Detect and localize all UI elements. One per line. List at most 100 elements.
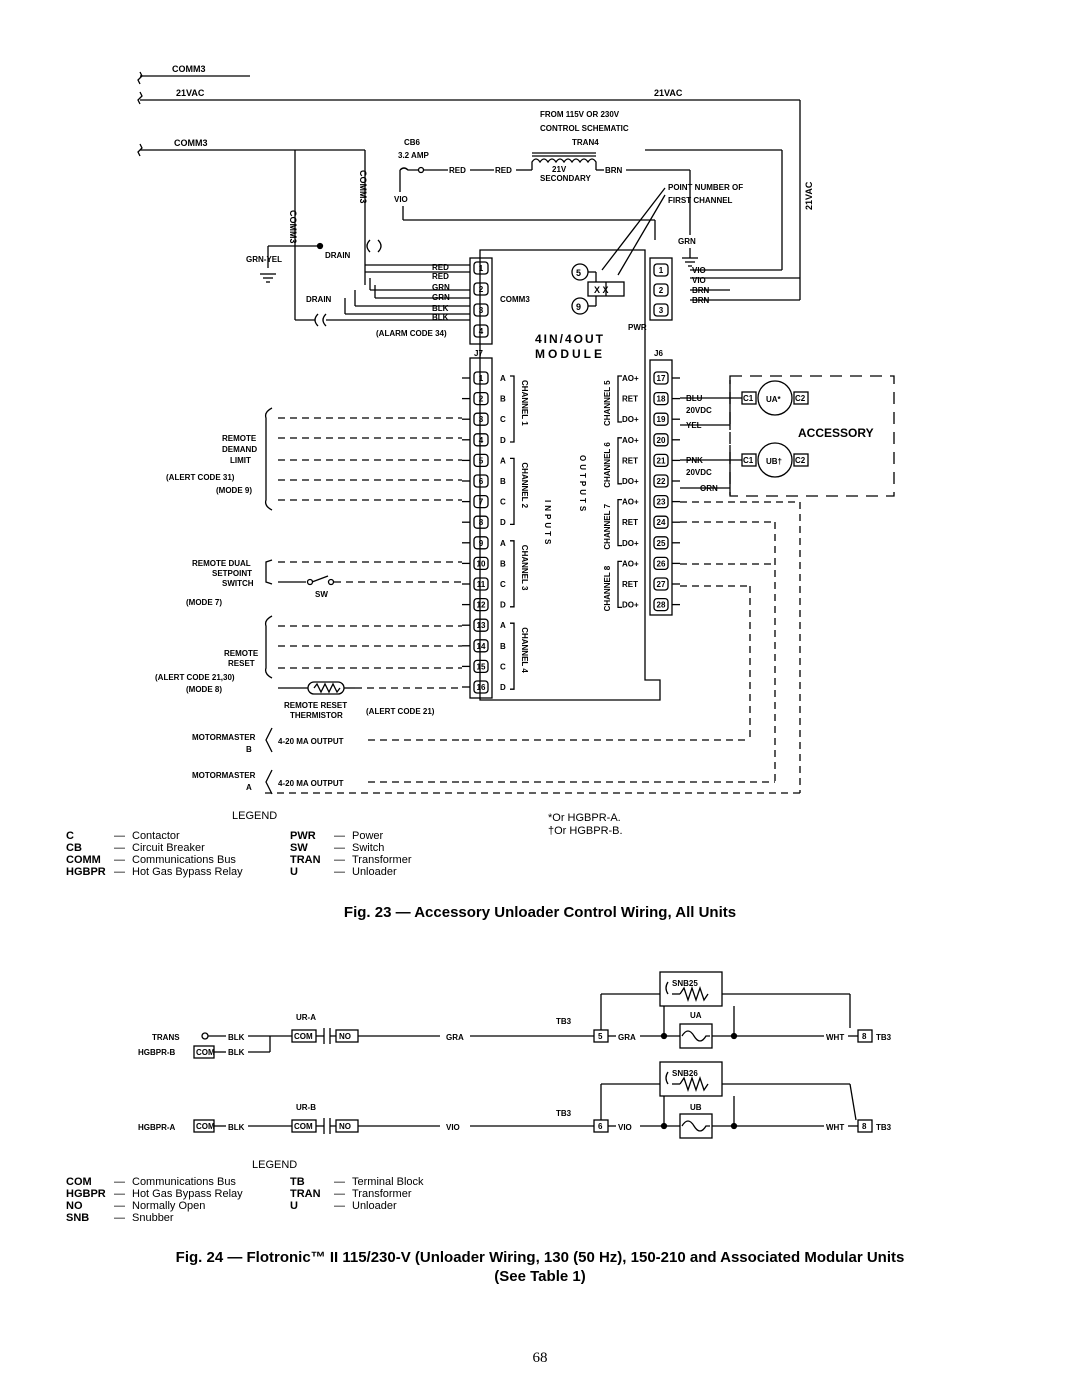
tb3-1: TB3 xyxy=(556,1017,572,1026)
input-terminal-12: 12 xyxy=(473,597,489,612)
svg-text:1: 1 xyxy=(479,264,484,273)
com-box-1: COM xyxy=(196,1048,215,1057)
svg-text:3: 3 xyxy=(479,306,484,315)
output-label: AO+ xyxy=(622,436,639,445)
legend-desc: Normally Open xyxy=(132,1200,206,1212)
ub-unloader: UB xyxy=(690,1103,702,1112)
output-terminal-19: 19 xyxy=(653,412,669,426)
legend-abbr: HGBPR xyxy=(66,1188,106,1200)
input-channel-label: CHANNEL 3 xyxy=(520,545,529,591)
legend-row: HGBPR—Hot Gas Bypass Relay xyxy=(66,1188,270,1200)
input-letter: D xyxy=(500,518,506,527)
legend-dash: — xyxy=(334,830,345,842)
motormaster-a-1: MOTORMASTER xyxy=(192,771,256,780)
module-title-2: MODULE xyxy=(535,347,605,361)
motormaster-b-2: B xyxy=(246,745,252,754)
remote-demand-3: LIMIT xyxy=(230,456,251,465)
ur-b-label: UR-B xyxy=(296,1103,316,1112)
svg-text:27: 27 xyxy=(657,580,666,589)
pnk-wire: PNK xyxy=(686,456,703,465)
legend-dash: — xyxy=(334,1200,345,1212)
vac-vertical-label: 21VAC xyxy=(804,181,814,210)
svg-text:24: 24 xyxy=(657,518,666,527)
legend-desc: Unloader xyxy=(352,1200,397,1212)
trans-label: TRANS xyxy=(152,1033,180,1042)
svg-text:15: 15 xyxy=(477,662,486,671)
ua-unloader: UA xyxy=(690,1011,702,1020)
input-letter: A xyxy=(500,539,506,548)
output-label: DO+ xyxy=(622,601,639,610)
legend-abbr: SNB xyxy=(66,1212,90,1224)
input-terminal-11: 11 xyxy=(473,577,489,591)
wht-wire-2: WHT xyxy=(826,1123,844,1132)
wire-blk-2: BLK xyxy=(432,313,449,322)
accessory-label: ACCESSORY xyxy=(798,426,874,440)
input-letter: B xyxy=(500,477,506,486)
svg-text:3: 3 xyxy=(659,306,664,315)
legend-dash: — xyxy=(334,854,345,866)
motormaster-a-2: A xyxy=(246,783,252,792)
legend-dash: — xyxy=(114,854,125,866)
point-number-2: FIRST CHANNEL xyxy=(668,196,733,205)
input-terminal-13: 13 xyxy=(473,618,489,632)
note-1: *Or HGBPR-A. xyxy=(548,812,621,824)
output-label: AO+ xyxy=(622,559,639,568)
output-label: RET xyxy=(622,518,638,527)
cb6-label: CB6 xyxy=(404,138,421,147)
legend-abbr: U xyxy=(290,866,298,878)
svg-text:11: 11 xyxy=(477,580,486,589)
legend-abbr: TB xyxy=(290,1176,305,1188)
tb3-2: TB3 xyxy=(556,1109,572,1118)
legend-desc: Circuit Breaker xyxy=(132,842,205,854)
legend-dash: — xyxy=(334,866,345,878)
comm-terminal-3: 3 xyxy=(473,303,489,317)
brn-right-2: BRN xyxy=(692,296,710,305)
svg-text:2: 2 xyxy=(479,285,484,294)
j6-label: J6 xyxy=(654,349,663,358)
wire-grn-1: GRN xyxy=(432,283,450,292)
secondary-voltage: 21V xyxy=(552,165,567,174)
c1-b: C1 xyxy=(743,456,754,465)
output-label: DO+ xyxy=(622,539,639,548)
input-letter: C xyxy=(500,498,506,507)
svg-text:13: 13 xyxy=(477,621,486,630)
alert-21: (ALERT CODE 21) xyxy=(366,707,435,716)
legend-desc: Power xyxy=(352,830,384,842)
fig23-outputs: BLU 20VDC YEL PNK 20VDC ORN C1 UA* C2 C1… xyxy=(680,375,895,793)
svg-text:2: 2 xyxy=(479,395,484,404)
drain-bottom: DRAIN xyxy=(306,295,332,304)
output-label: RET xyxy=(622,580,638,589)
output-label: RET xyxy=(622,395,638,404)
input-terminal-14: 14 xyxy=(473,639,489,653)
fig23-legend-title: LEGEND xyxy=(232,810,278,822)
gra-wire-2: GRA xyxy=(618,1033,636,1042)
xx-marker: X X xyxy=(594,285,609,295)
io-module: COMM3 PWR 4IN/4OUT MODULE J7 J6 INPUTS O… xyxy=(462,249,680,701)
input-channel-label: CHANNEL 2 xyxy=(520,462,529,508)
vio-right-1: VIO xyxy=(692,266,706,275)
amp-label: 3.2 AMP xyxy=(398,151,429,160)
input-terminal-9: 9 xyxy=(473,536,489,550)
legend-row: HGBPR—Hot Gas Bypass Relay xyxy=(66,866,270,878)
terminal-6: 6 xyxy=(598,1122,603,1131)
input-terminal-10: 10 xyxy=(473,556,489,571)
svg-text:3: 3 xyxy=(479,415,484,424)
svg-text:17: 17 xyxy=(657,374,666,383)
legend-desc: Terminal Block xyxy=(352,1176,424,1188)
fig23-top-wiring: COMM3 21VAC 21VAC 21VAC COMM3 COMM3 COMM… xyxy=(137,64,814,338)
vdc-2: 20VDC xyxy=(686,468,712,477)
output-terminal-20: 20 xyxy=(653,433,669,447)
input-channel-label: CHANNEL 4 xyxy=(520,627,529,673)
legend-abbr: TRAN xyxy=(290,1188,321,1200)
sw-label: SW xyxy=(315,590,328,599)
legend-row: TB—Terminal Block xyxy=(290,1176,490,1188)
j7-label: J7 xyxy=(474,349,483,358)
input-letter: B xyxy=(500,642,506,651)
c2-a: C2 xyxy=(795,394,806,403)
legend-row: COMM—Communications Bus xyxy=(66,854,270,866)
terminal-8-b: 8 xyxy=(862,1122,867,1131)
wire-red-2: RED xyxy=(432,272,449,281)
input-terminal-3: 3 xyxy=(473,412,489,426)
